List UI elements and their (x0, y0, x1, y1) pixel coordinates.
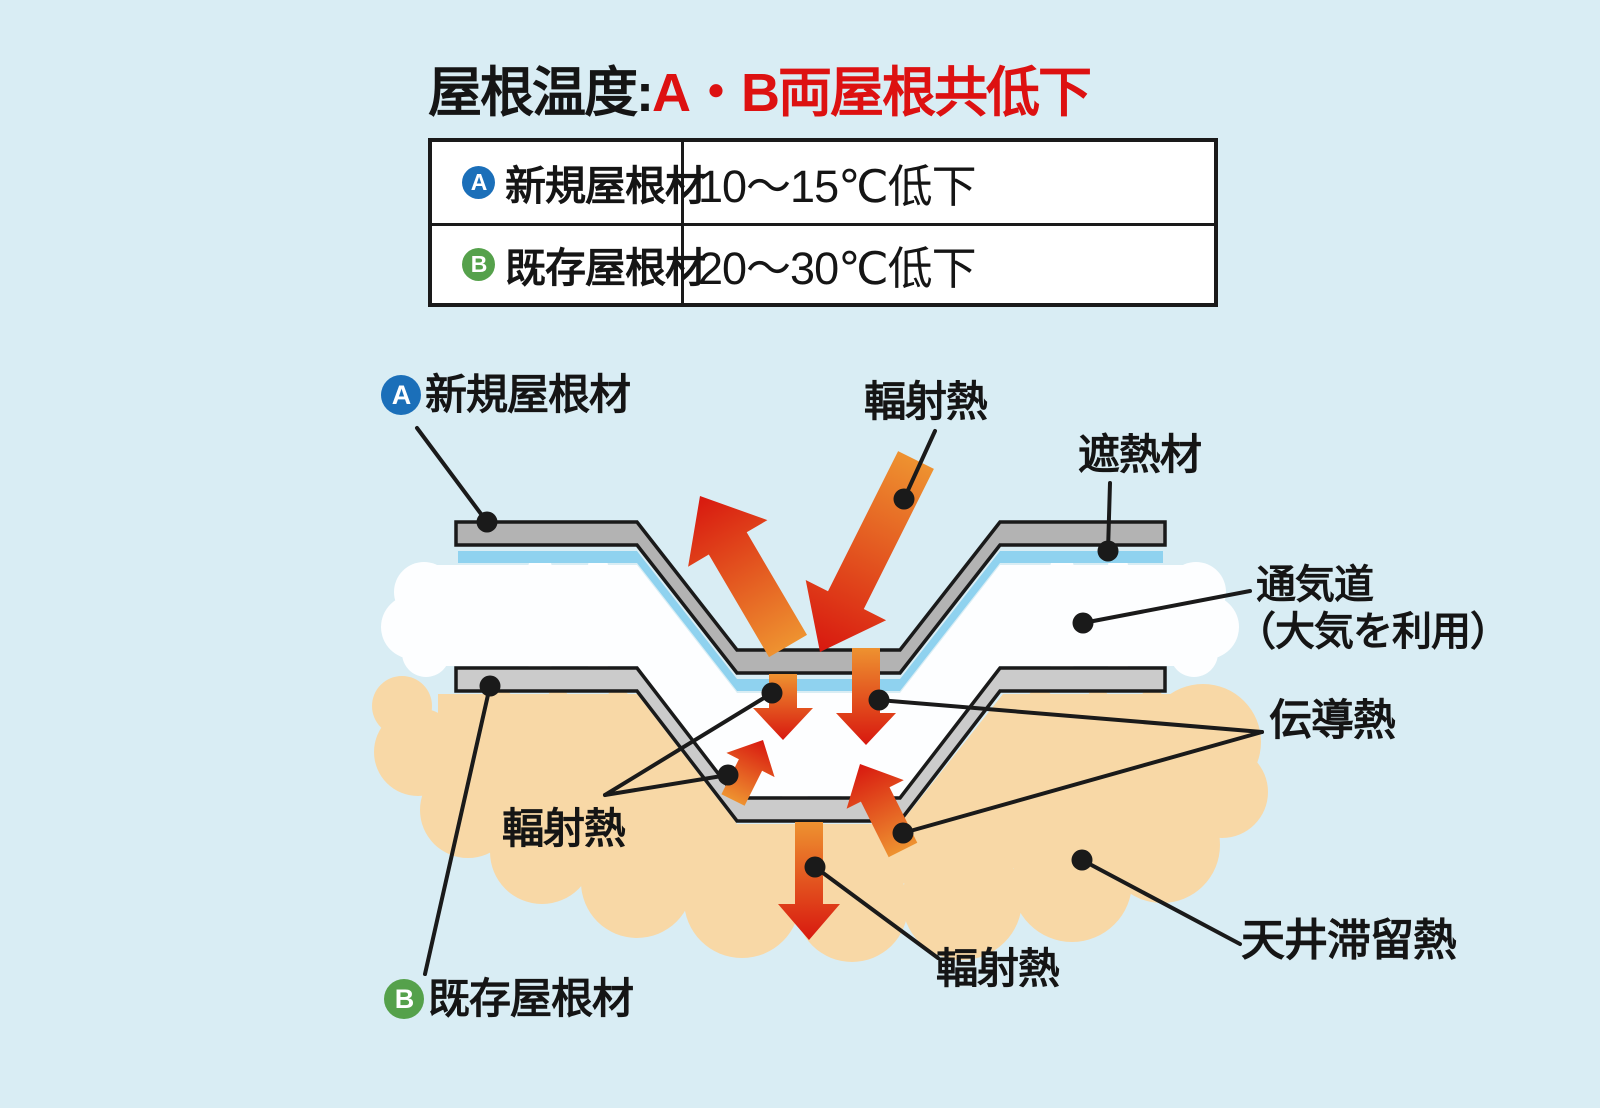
label-new-roof: A 新規屋根材 (381, 371, 631, 418)
label-conduction: 伝導熱 (1269, 697, 1396, 745)
material-cell-existing-roof: B 既存屋根材 (432, 225, 706, 303)
radiant-down-ceiling-arrow (778, 822, 840, 940)
reduction-cell-new-roof: 10～15℃低下 (684, 142, 1214, 223)
label-existing-roof: B 既存屋根材 (384, 975, 634, 1022)
ceiling-heat-cloud (372, 676, 1268, 962)
temperature-reduction-table: A 新規屋根材 10～15℃低下 B 既存屋根材 20～30℃低下 (428, 138, 1218, 307)
material-cell-new-roof: A 新規屋根材 (432, 142, 706, 223)
incoming-radiant-arrow (805, 451, 934, 652)
label-heat-shield: 遮熱材 (1078, 431, 1202, 478)
callout-lines (415, 426, 1264, 976)
title-prefix: 屋根温度: (428, 63, 654, 123)
existing-roof-text: 既存屋根材 (428, 975, 634, 1022)
vent-path-line2: （大気を利用） (1236, 610, 1510, 655)
label-radiant-incoming: 輻射熱 (864, 378, 988, 425)
badge-b-icon: B (462, 247, 495, 281)
label-ceiling-heat: 天井滞留熱 (1241, 916, 1457, 965)
callout-dots (476, 488, 1119, 878)
badge-a-icon: A (381, 375, 421, 415)
reduction-value: 20～30℃低下 (698, 242, 977, 294)
material-name: 新規屋根材 (505, 163, 706, 210)
label-vent-path: 通気道 （大気を利用） (1236, 562, 1510, 656)
vent-path-line1: 通気道 (1256, 563, 1374, 607)
reduction-value: 10～15℃低下 (698, 160, 977, 212)
reflected-radiant-arrow (688, 496, 807, 658)
table-row: A 新規屋根材 10～15℃低下 (432, 142, 1214, 223)
new-roof-panel (454, 520, 1167, 675)
reduction-cell-existing-roof: 20～30℃低下 (684, 226, 1214, 304)
badge-a-icon: A (462, 165, 495, 199)
conduction-down-arrow (836, 648, 896, 745)
label-radiant-down: 輻射熱 (936, 945, 1060, 992)
new-roof-text: 新規屋根材 (425, 371, 631, 418)
label-radiant-gap: 輻射熱 (502, 805, 626, 852)
title-highlight: A・B両屋根共低下 (651, 63, 1092, 123)
radiant-down-gap-arrow (753, 674, 813, 740)
table-row: B 既存屋根材 20～30℃低下 (432, 222, 1214, 304)
radiant-up-gap-arrow (721, 740, 775, 806)
page-title: 屋根温度:A・B両屋根共低下 (428, 63, 1092, 123)
badge-b-icon: B (384, 979, 424, 1019)
material-name: 既存屋根材 (505, 245, 706, 292)
